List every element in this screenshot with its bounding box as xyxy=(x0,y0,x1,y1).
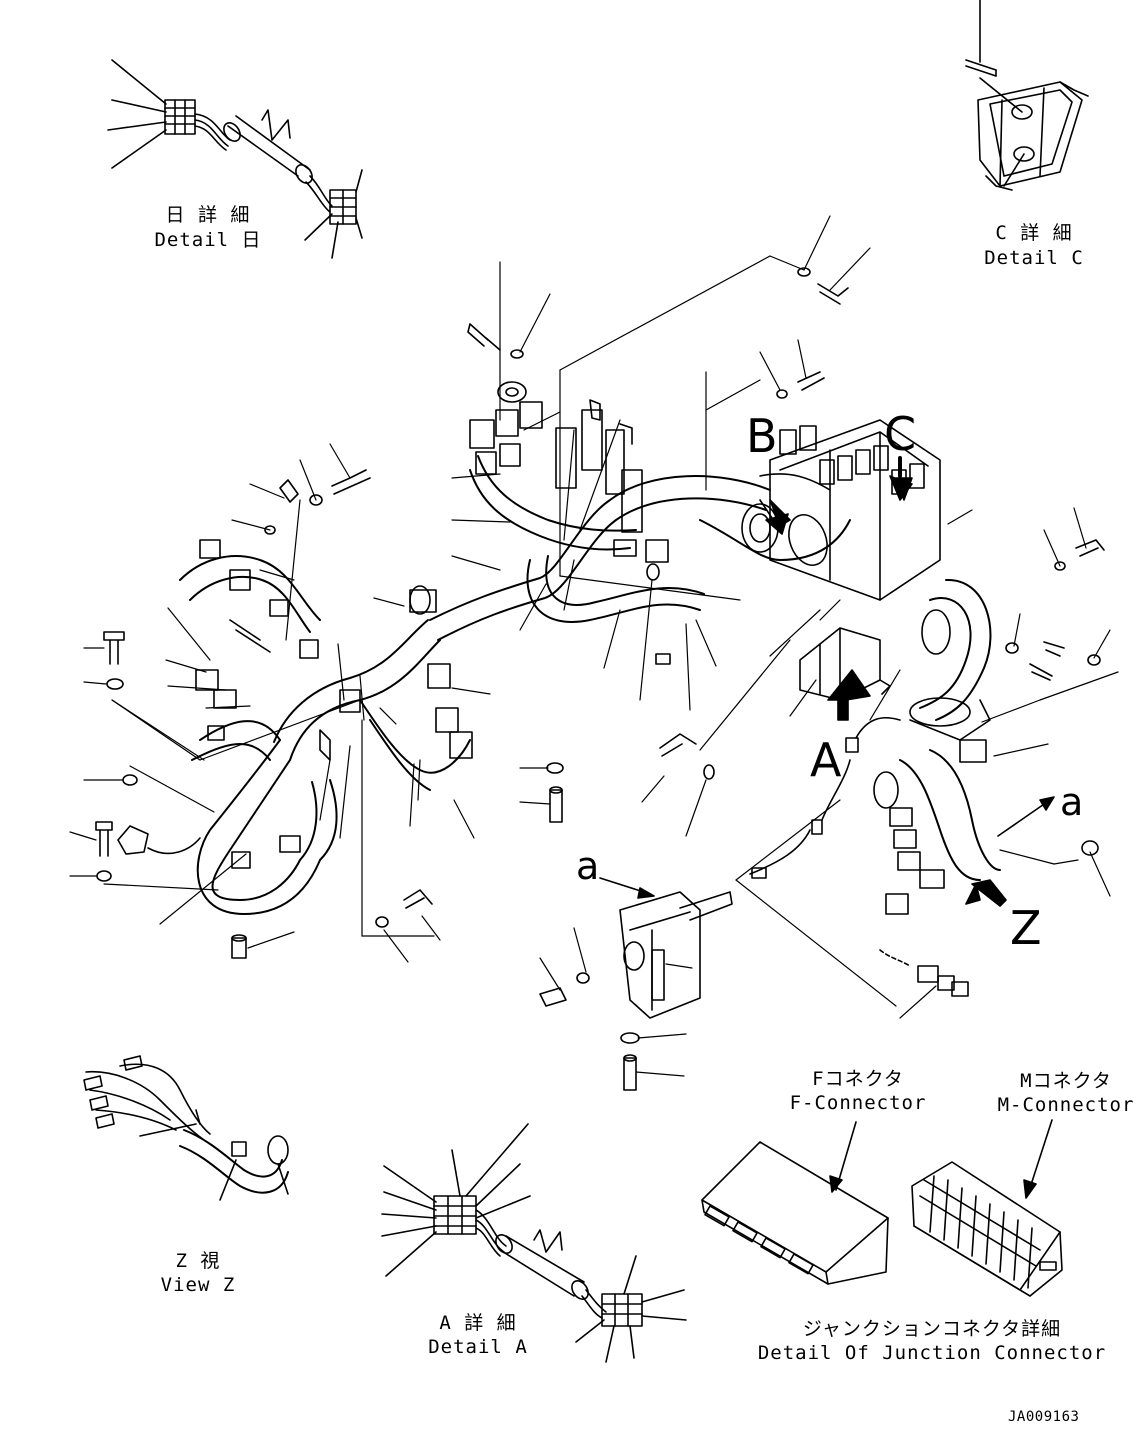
detail-b-drawing xyxy=(107,59,363,259)
junction-title-jp: ジャンクションコネクタ詳細 xyxy=(802,1318,1062,1340)
detail-c-drawing xyxy=(965,0,1089,191)
f-connector-title-jp: Fコネクタ xyxy=(812,1068,904,1090)
drawing-id: JA009163 xyxy=(1008,1409,1080,1425)
f-connector-title-en: F-Connector xyxy=(789,1092,927,1114)
view-z-drawing xyxy=(83,1055,289,1201)
f-connector-drawing xyxy=(701,1121,889,1285)
detail-a-title-en: Detail A xyxy=(428,1336,528,1358)
junction-title-en: Detail Of Junction Connector xyxy=(757,1342,1107,1364)
leader-lines xyxy=(69,215,1119,1077)
m-connector-title-en: M-Connector xyxy=(997,1094,1135,1116)
detail-a-drawing xyxy=(381,1123,687,1363)
detail-b-title-jp: 日 詳 細 xyxy=(165,204,251,226)
m-connector-title-jp: Mコネクタ xyxy=(1020,1070,1112,1092)
detail-c-title-en: Detail C xyxy=(984,247,1084,269)
view-z-title-en: View Z xyxy=(160,1274,236,1296)
marker-a-small-right: a xyxy=(1060,780,1084,824)
marker-c: C xyxy=(884,407,917,461)
marker-a-small-bracket: a xyxy=(576,844,600,888)
detail-b-title-en: Detail 日 xyxy=(154,229,262,251)
detail-a-title-jp: A 詳 細 xyxy=(439,1312,517,1334)
view-z-title-jp: Z 視 xyxy=(175,1250,221,1272)
marker-b: B xyxy=(746,409,778,463)
m-connector-drawing xyxy=(911,1119,1063,1297)
detail-c-title-jp: C 詳 細 xyxy=(995,222,1073,244)
main-harness-drawing xyxy=(95,267,1105,1091)
marker-z: Z xyxy=(1010,901,1042,955)
marker-a: A xyxy=(810,733,842,787)
